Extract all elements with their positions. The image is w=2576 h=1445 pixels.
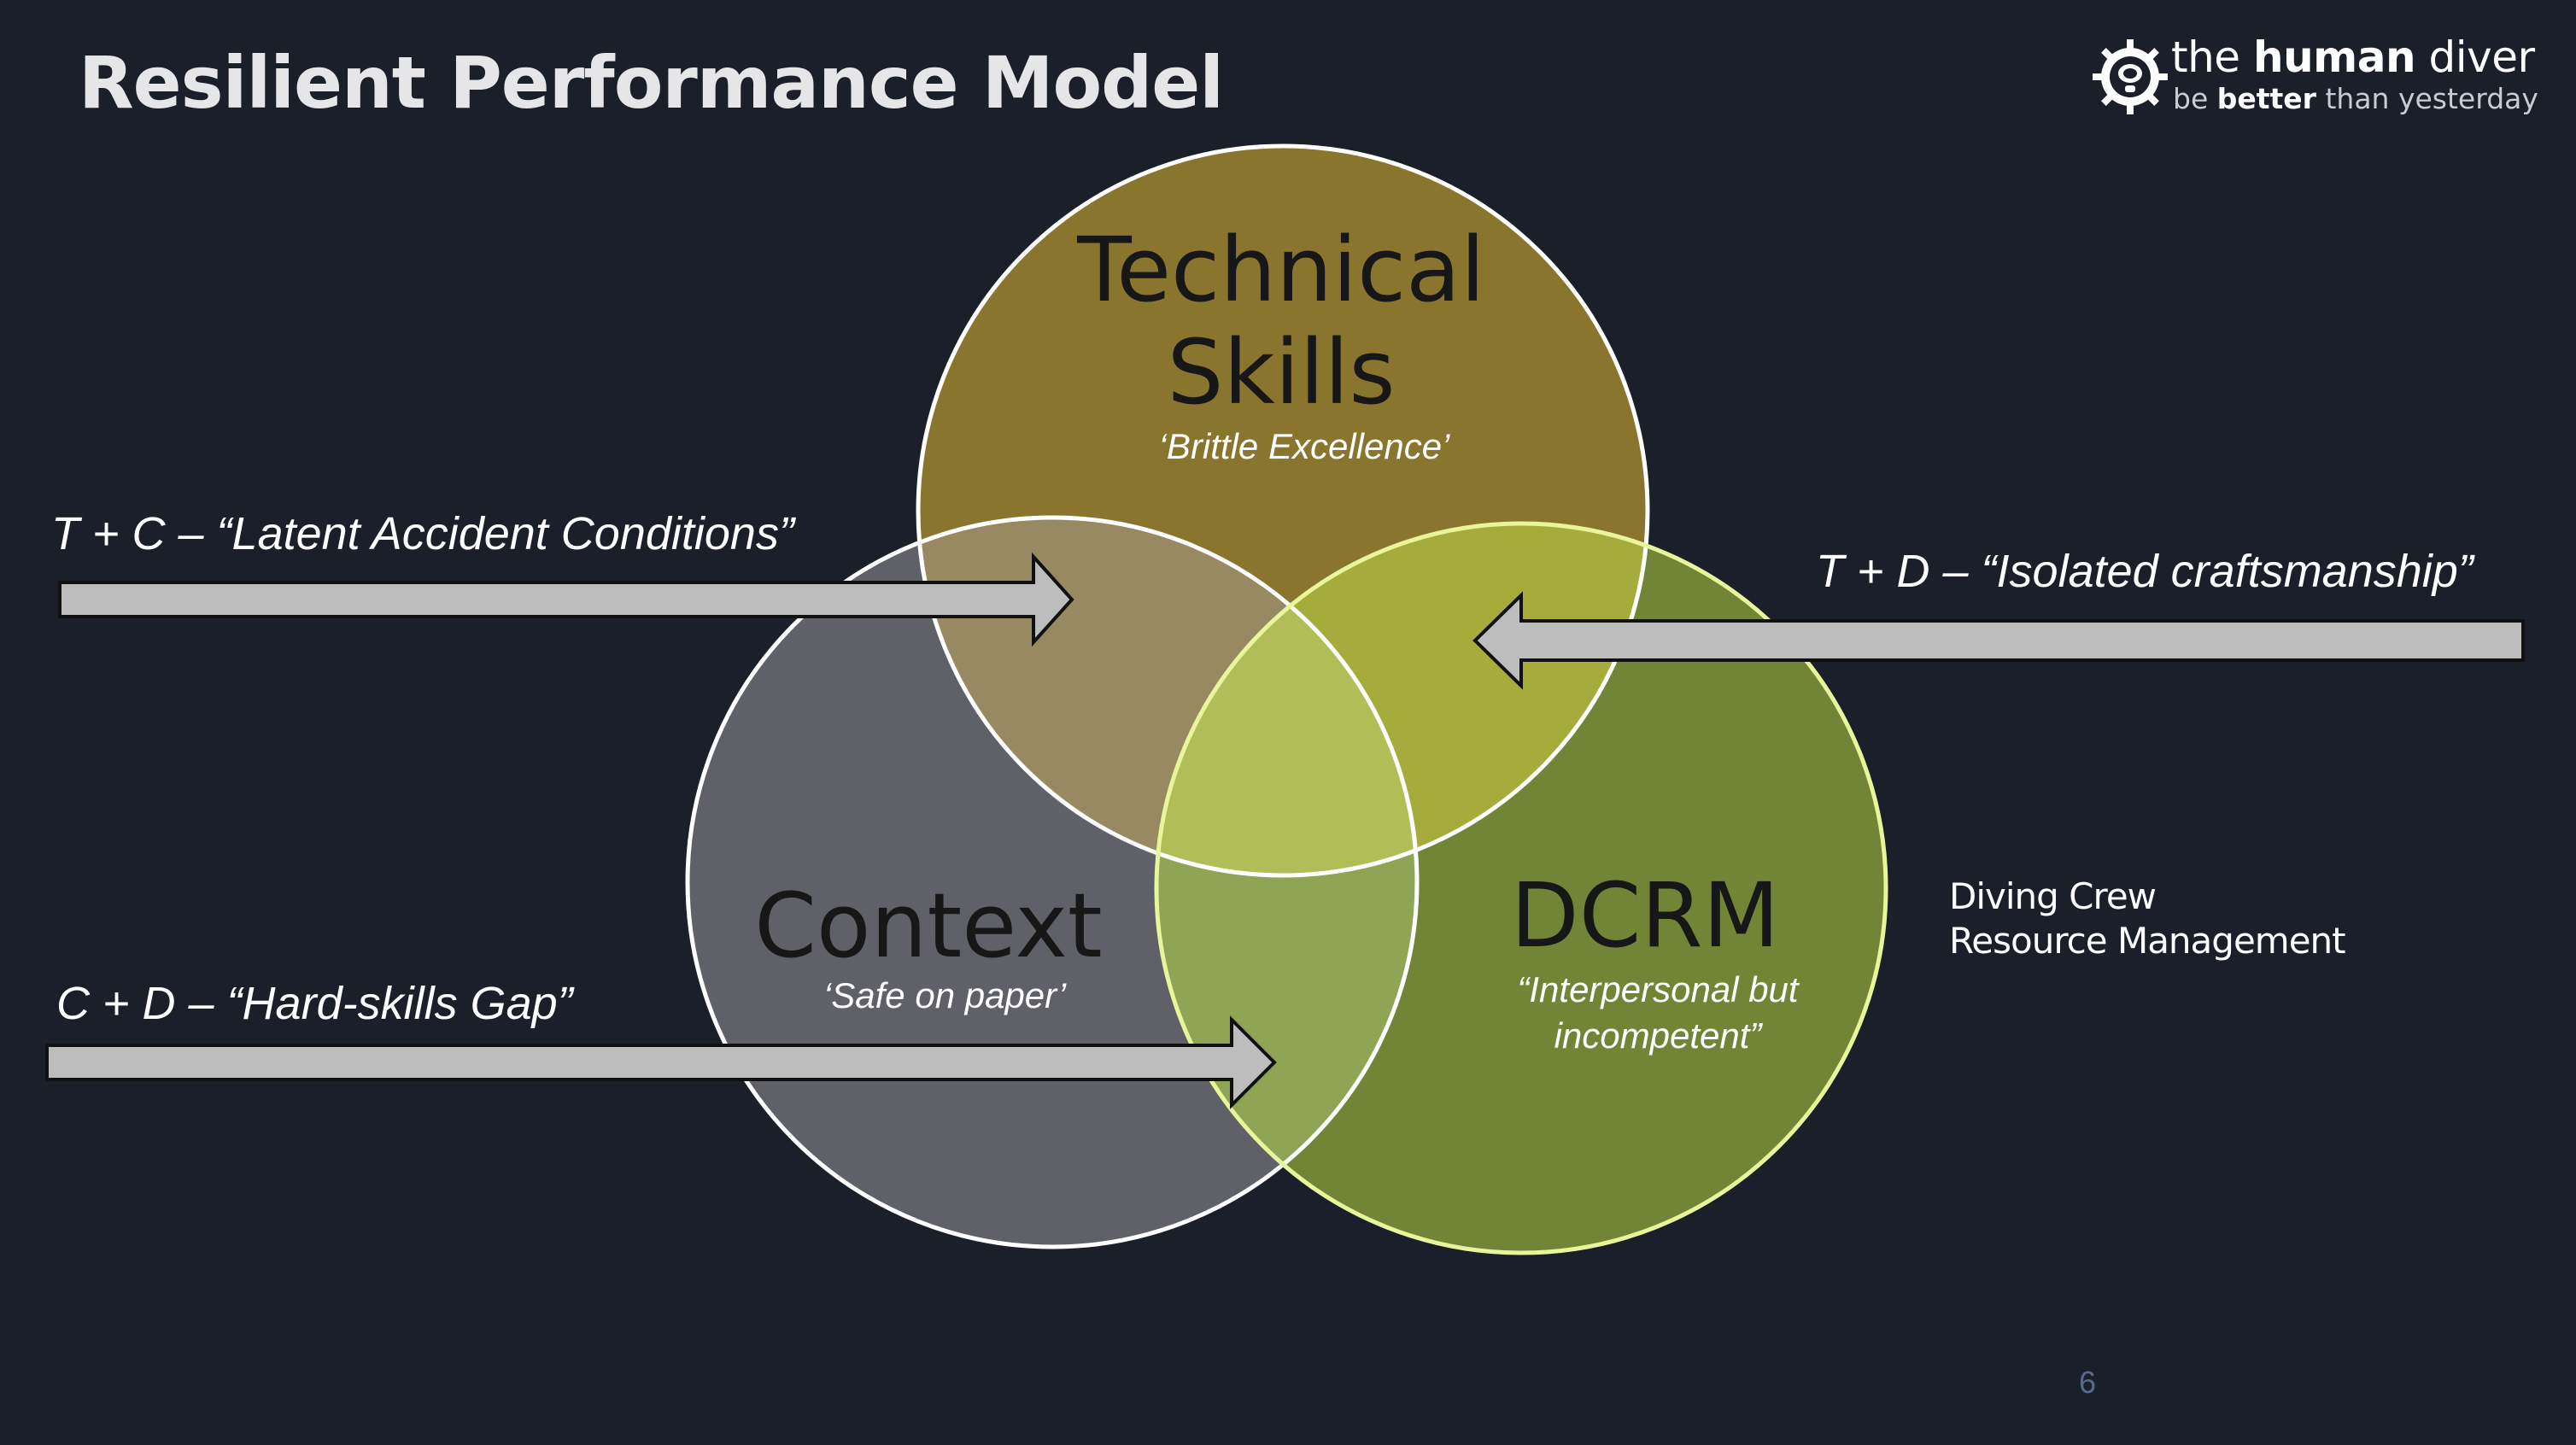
tc-relation-label: T + C – “Latent Accident Conditions”	[51, 508, 794, 559]
center-overlap	[1156, 524, 1417, 875]
td-relation-label: T + D – “Isolated craftsmanship”	[1816, 546, 2474, 597]
dcrm-outline	[1154, 521, 1888, 1255]
dcrm-subtitle-line2: incompetent”	[1554, 1015, 1764, 1056]
dcrm-definition-line1: Diving Crew	[1949, 875, 2157, 917]
logo-tagline: be better than yesterday	[2173, 82, 2538, 115]
cd-relation-label: C + D – “Hard-skills Gap”	[56, 978, 573, 1029]
logo-name: the human diver	[2171, 32, 2535, 82]
dcrm-definition-line2: Resource Management	[1949, 920, 2346, 962]
dcrm-definition: Diving Crew Resource Management	[1949, 875, 2346, 963]
technical-label-line1: Technical	[1076, 218, 1485, 322]
dcrm-subtitle-line1: “Interpersonal but	[1517, 969, 1800, 1009]
tc-arrow	[58, 552, 1074, 647]
brand-logo[interactable]: the human diver be better than yesterday	[2091, 32, 2538, 118]
technical-subtitle: ‘Brittle Excellence’	[1159, 426, 1450, 466]
dcrm-label: DCRM	[1511, 863, 1780, 968]
page-number: 6	[2079, 1365, 2097, 1400]
context-subtitle: ‘Safe on paper’	[823, 975, 1067, 1015]
technical-label-line2: Skills	[1167, 320, 1395, 424]
page-title: Resilient Performance Model	[79, 41, 1224, 125]
cd-arrow	[45, 1015, 1277, 1109]
td-arrow	[1472, 591, 2525, 690]
context-outline	[685, 515, 1420, 1249]
diver-helmet-icon	[2093, 39, 2168, 114]
technical-outline	[916, 143, 1650, 878]
context-label: Context	[754, 874, 1102, 978]
